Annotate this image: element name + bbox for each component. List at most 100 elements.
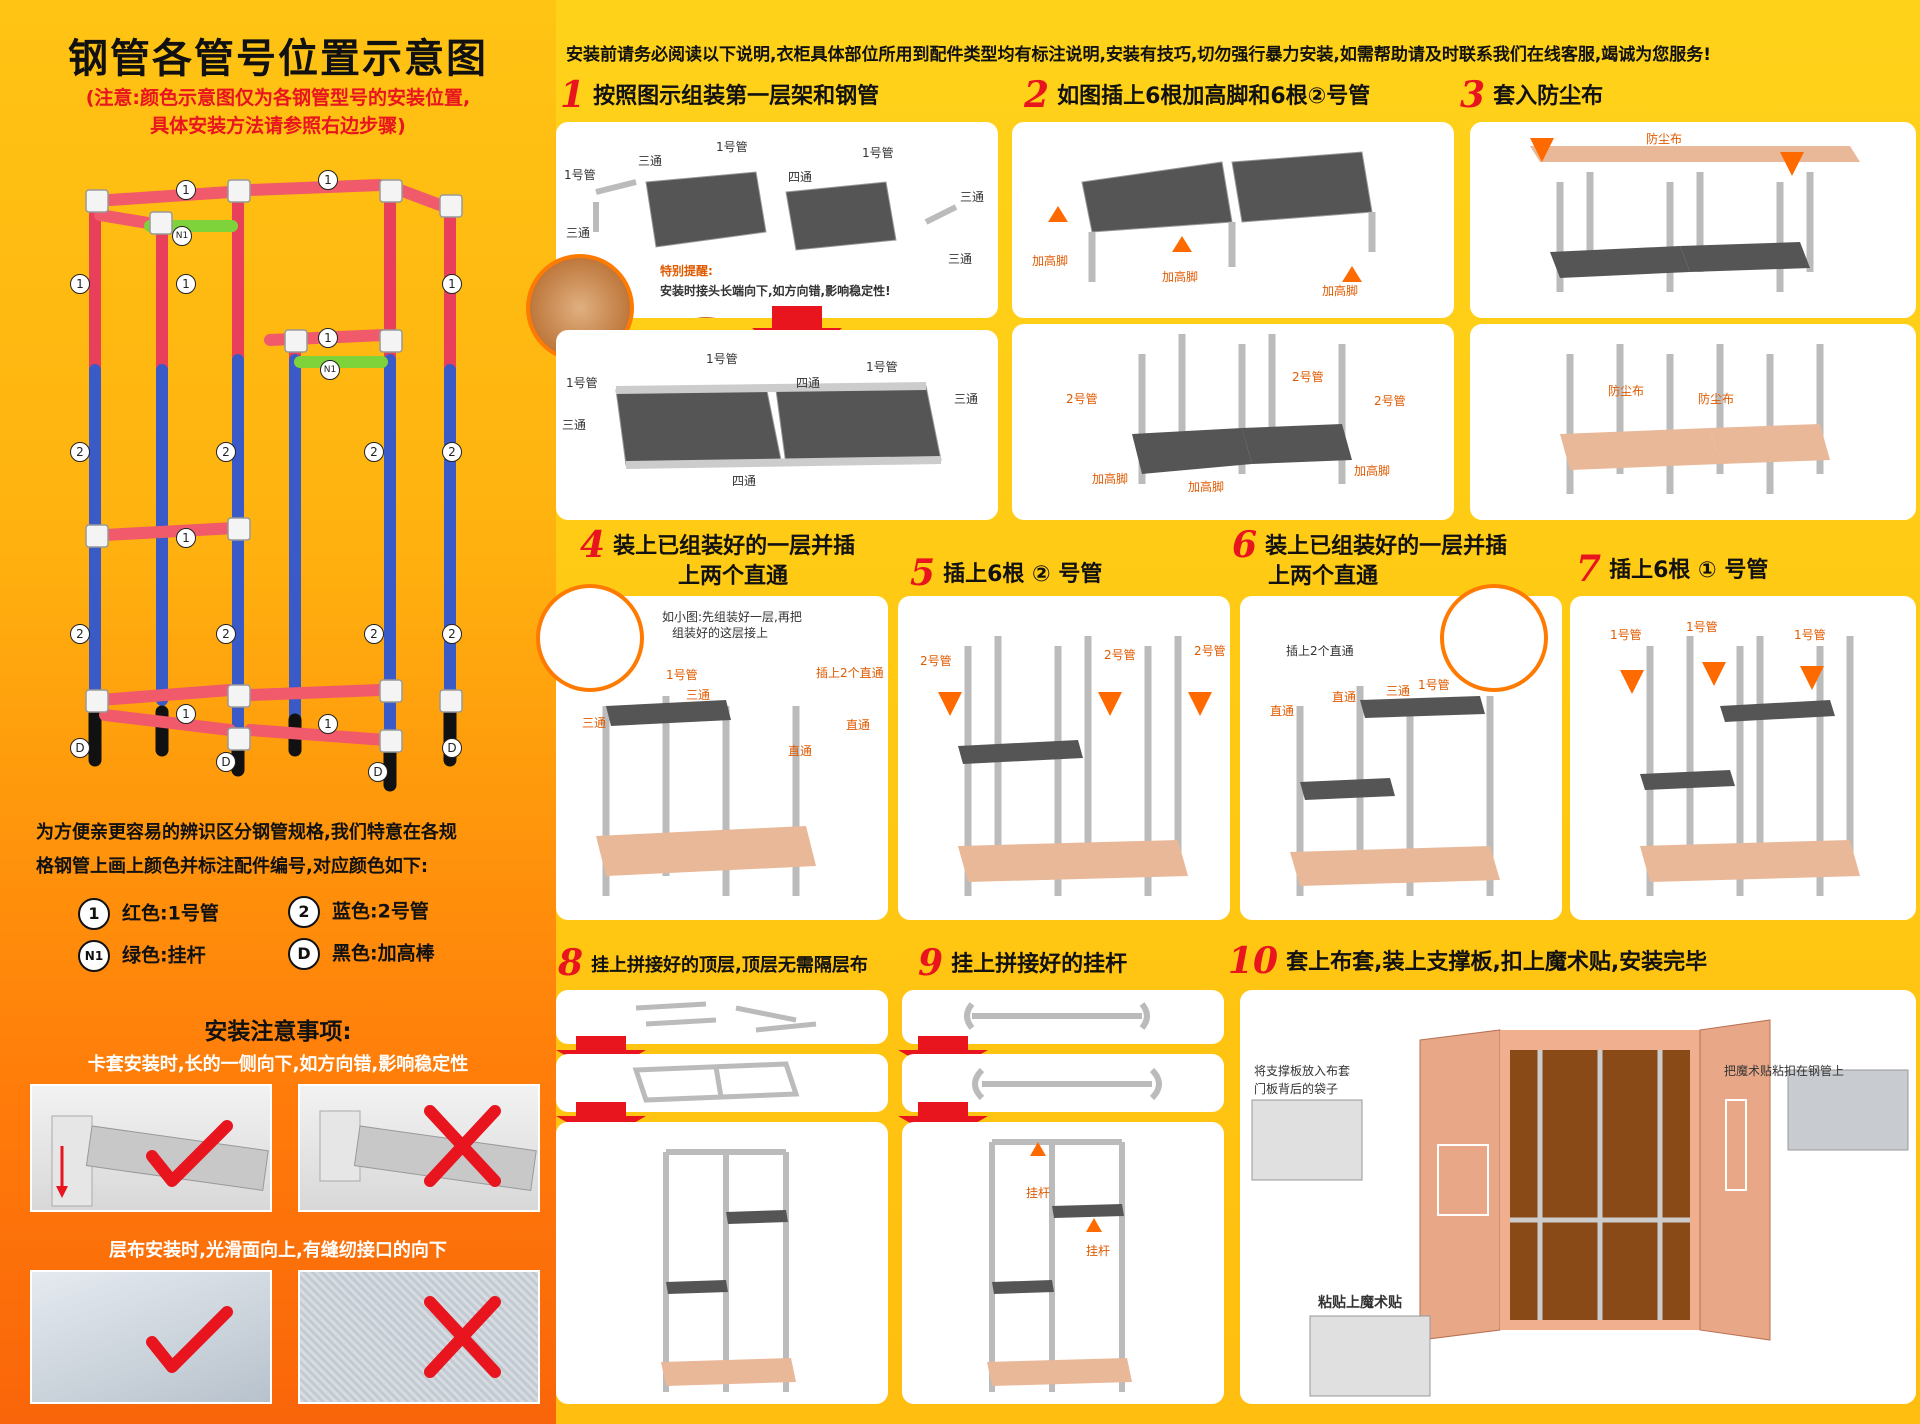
diagram-label-1: 1 <box>176 704 196 724</box>
legend-text: 黑色:加高棒 <box>332 942 435 965</box>
diagram-label-1: 1 <box>318 714 338 734</box>
step-number: 8 <box>558 942 584 984</box>
small-note-line1: 如小图:先组装好一层,再把 <box>662 610 802 624</box>
label-board-line2: 门板背后的袋子 <box>1254 1082 1339 1096</box>
intro-line2: 格钢管上画上颜色并标注配件编号,对应颜色如下: <box>36 856 429 877</box>
diagram-label-1: 1 <box>176 528 196 548</box>
label-leg: 加高脚 <box>1188 480 1225 494</box>
label-pipe2: 2号管 <box>1066 392 1098 406</box>
color-note-line1: (注意:颜色示意图仅为各钢管型号的安装位置, <box>85 87 471 109</box>
wrong-cloth-photo <box>298 1270 540 1404</box>
diagram-label-1: 1 <box>318 170 338 190</box>
label-pipe2: 2号管 <box>1374 394 1406 408</box>
step-number: 9 <box>918 942 944 984</box>
label-cross: 四通 <box>796 376 821 390</box>
step-text: 插上6根 ① 号管 <box>1609 558 1769 583</box>
label-pipe1: 1号管 <box>1418 678 1450 692</box>
frame-diagram <box>85 179 463 792</box>
step-7-panel: 1号管 1号管 1号管 <box>1570 596 1916 920</box>
diagram-label-2: 2 <box>70 624 90 644</box>
step-number: 5 <box>910 552 936 594</box>
label-pipe1: 1号管 <box>566 376 598 390</box>
step-number: 3 <box>1460 74 1486 116</box>
label-tee: 三通 <box>948 252 973 266</box>
diagram-label-2: 2 <box>216 442 236 462</box>
step-text: 挂上拼接好的顶层,顶层无需隔层布 <box>591 955 868 976</box>
label-tee: 三通 <box>960 190 985 204</box>
label-tee: 三通 <box>566 226 591 240</box>
left-title: 钢管各管号位置示意图 <box>68 36 488 82</box>
left-column: 钢管各管号位置示意图 (注意:颜色示意图仅为各钢管型号的安装位置, 具体安装方法… <box>0 0 556 1424</box>
wrong-cap-photo <box>298 1084 540 1212</box>
diagram-label-d: D <box>442 738 462 758</box>
label-hang: 挂杆 <box>1086 1244 1111 1258</box>
diagram-label-d: D <box>70 738 90 758</box>
diagram-label-1: 1 <box>176 180 196 200</box>
special-title: 特别提醒: <box>660 264 713 278</box>
label-pipe2: 2号管 <box>920 654 952 668</box>
tip-cloth-direction: 层布安装时,光滑面向上,有缝纫接口的向下 <box>109 1240 447 1261</box>
step-1-title: 1 按照图示组装第一层架和钢管 <box>560 74 879 116</box>
label-pipe1: 1号管 <box>666 668 698 682</box>
label-paste: 粘贴上魔术贴 <box>1318 1295 1402 1311</box>
label-cloth: 防尘布 <box>1608 384 1645 398</box>
label-leg: 加高脚 <box>1032 254 1069 268</box>
diagram-label-2: 2 <box>70 442 90 462</box>
diagram-label-2: 2 <box>216 624 236 644</box>
label-cloth: 防尘布 <box>1698 392 1735 406</box>
diagram-label-1: 1 <box>70 274 90 294</box>
notice-title: 安装注意事项: <box>204 1019 352 1045</box>
label-straight: 直通 <box>788 744 813 758</box>
diagram-label-2: 2 <box>364 442 384 462</box>
step-1-panel-bottom: 1号管 1号管 四通 1号管 三通 三通 四通 <box>556 330 998 520</box>
step-8-title: 8 挂上拼接好的顶层,顶层无需隔层布 <box>558 942 868 984</box>
label-insert2: 插上2个直通 <box>1286 644 1354 658</box>
step-3-panel-bottom: 防尘布 防尘布 <box>1470 324 1916 520</box>
label-pipe1: 1号管 <box>866 360 898 374</box>
diagram-label-2: 2 <box>442 442 462 462</box>
label-hang: 挂杆 <box>1026 1186 1051 1200</box>
label-cross: 四通 <box>732 474 757 488</box>
label-pipe1: 1号管 <box>706 352 738 366</box>
step-text: 套入防尘布 <box>1493 84 1604 109</box>
step-number: 6 <box>1232 524 1258 566</box>
step-text-line2: 上两个直通 <box>1268 564 1379 589</box>
label-pipe1: 1号管 <box>1686 620 1718 634</box>
color-note-line2: 具体安装方法请参照右边步骤) <box>150 115 406 137</box>
label-velcro: 把魔术贴粘扣在钢管上 <box>1724 1064 1845 1078</box>
label-pipe2: 2号管 <box>1104 648 1136 662</box>
step-text: 套上布套,装上支撑板,扣上魔术贴,安装完毕 <box>1286 950 1708 975</box>
legend-text: 红色:1号管 <box>122 902 219 925</box>
step-4-panel: 如小图:先组装好一层,再把 组装好的这层接上 插上2个直通 直通 直通 三通 三… <box>556 596 888 920</box>
step-text: 按照图示组装第一层架和钢管 <box>593 84 880 109</box>
diagram-label-1: 1 <box>318 328 338 348</box>
step-number: 7 <box>1576 548 1602 590</box>
tip-cap-direction: 卡套安装时,长的一侧向下,如方向错,影响稳定性 <box>87 1054 469 1075</box>
legend-text: 绿色:挂杆 <box>122 944 206 967</box>
diagram-label-2: 2 <box>364 624 384 644</box>
label-straight: 直通 <box>1332 690 1357 704</box>
step-9-panel-result: 挂杆 挂杆 <box>902 1122 1224 1404</box>
step-5-panel: 2号管 2号管 2号管 <box>898 596 1230 920</box>
label-straight: 直通 <box>846 718 871 732</box>
correct-cap-photo <box>30 1084 272 1212</box>
step-10-panel: 将支撑板放入布套 门板背后的袋子 把魔术贴粘扣在钢管上 粘贴上魔术贴 <box>1240 990 1916 1404</box>
step-2-panel-bottom: 2号管 2号管 2号管 加高脚 加高脚 加高脚 <box>1012 324 1454 520</box>
label-leg: 加高脚 <box>1354 464 1391 478</box>
label-insert2: 插上2个直通 <box>816 666 884 680</box>
label-pipe1: 1号管 <box>862 146 894 160</box>
step-3-panel-top: 防尘布 <box>1470 122 1916 318</box>
step-number: 4 <box>580 524 606 566</box>
step-number: 1 <box>560 74 586 116</box>
label-tee: 三通 <box>954 392 979 406</box>
label-pipe1: 1号管 <box>564 168 596 182</box>
correct-cloth-photo <box>30 1270 272 1404</box>
label-pipe1: 1号管 <box>1794 628 1826 642</box>
